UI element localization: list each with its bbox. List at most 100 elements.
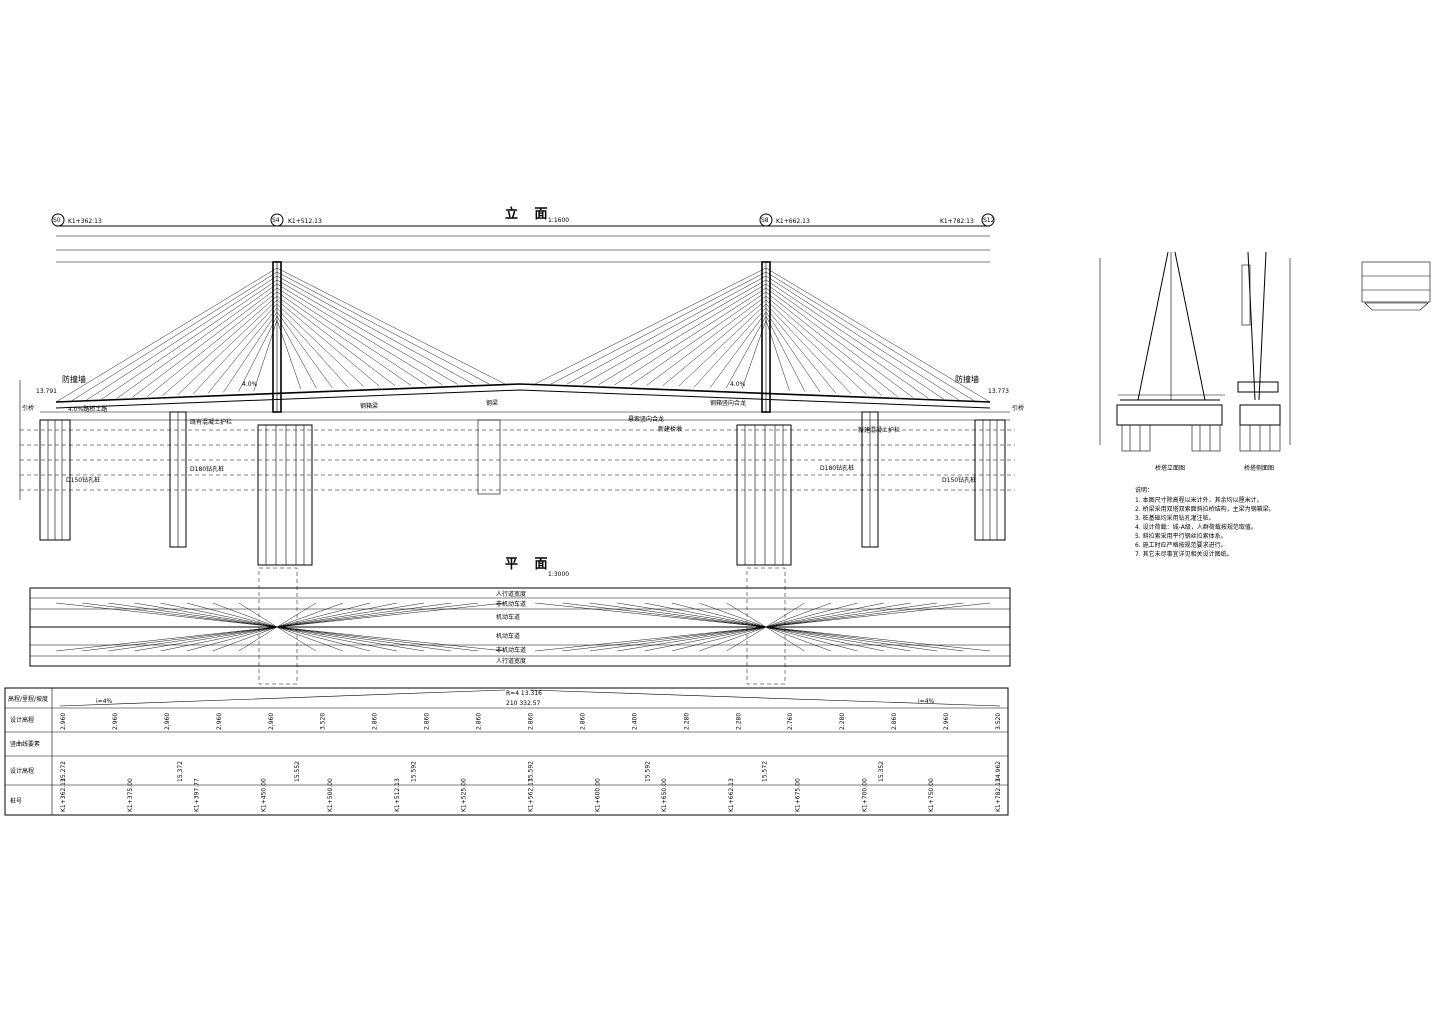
table-value: 15.272 bbox=[60, 761, 67, 782]
table-value: 2.960 bbox=[268, 713, 275, 730]
plan-cable bbox=[765, 602, 991, 628]
table-value: 2.860 bbox=[424, 713, 431, 730]
plan-cable bbox=[671, 626, 767, 652]
plan-cable bbox=[212, 626, 278, 652]
tower-elevation-title: 桥塔立面图 bbox=[1155, 464, 1185, 472]
label-river: 钢梁 bbox=[486, 399, 498, 407]
stay-cable bbox=[276, 283, 443, 385]
plan-cable bbox=[644, 602, 767, 628]
table-value: K1+525.00 bbox=[461, 778, 468, 812]
stay-cable bbox=[276, 315, 317, 389]
plan-cable bbox=[55, 602, 278, 628]
stay-cable bbox=[765, 311, 821, 393]
stay-cable bbox=[86, 275, 278, 401]
table-header-1: 设计高程 bbox=[10, 716, 34, 724]
table-value: 14.962 bbox=[995, 761, 1002, 782]
profile-table: 高程/里程/坡度 设计高程 竖曲线要素 设计高程 桩号 i=4% i=4% R=… bbox=[4, 687, 1009, 816]
label-level-right: 13.773 bbox=[988, 388, 1009, 395]
plan-cable bbox=[186, 626, 278, 652]
stay-cable bbox=[550, 271, 767, 385]
stay-cable bbox=[276, 307, 349, 388]
piles bbox=[39, 411, 1006, 566]
table-value: 2.960 bbox=[164, 713, 171, 730]
note-1: 2. 桥梁采用双塔双索面斜拉桥结构，主梁为钢箱梁。 bbox=[1135, 505, 1275, 513]
stay-cable bbox=[765, 267, 991, 403]
table-value: 2.860 bbox=[372, 713, 379, 730]
label-level-left: 13.791 bbox=[36, 388, 57, 395]
stay-cable bbox=[765, 299, 867, 395]
pier-tag-s12: S12 bbox=[983, 217, 995, 224]
stay-cable bbox=[765, 315, 806, 392]
note-4: 5. 斜拉索采用平行钢丝拉索体系。 bbox=[1135, 532, 1227, 540]
plan-cable bbox=[765, 602, 885, 628]
stay-cables bbox=[55, 267, 991, 403]
plan-cable bbox=[160, 626, 278, 652]
pier-chainage-s12: K1+782.13 bbox=[940, 218, 974, 225]
plan-cable bbox=[238, 602, 278, 628]
stay-cable bbox=[223, 311, 278, 393]
stay-cable bbox=[678, 303, 767, 387]
table-value: K1+362.13 bbox=[60, 778, 67, 812]
table-value: K1+675.00 bbox=[795, 778, 802, 812]
table-value: K1+450.00 bbox=[260, 778, 267, 812]
label-left-abutment: 引桥 bbox=[22, 404, 34, 412]
table-value: 2.960 bbox=[216, 713, 223, 730]
label-left-embank: 防撞墙 bbox=[62, 374, 86, 384]
plan-view: 平 面 1:3000 人行道宽度 非机动车道 机动车道 机动车道 非机动车道 人… bbox=[29, 557, 1011, 685]
plan-cable bbox=[82, 602, 278, 628]
plan-cable bbox=[534, 602, 767, 628]
plan-cable bbox=[238, 626, 278, 652]
plan-cable bbox=[765, 626, 991, 652]
table-value: 15.572 bbox=[761, 761, 768, 782]
tower-right bbox=[761, 261, 771, 413]
table-curve-top: R=4 13.316 bbox=[506, 690, 542, 697]
plan-cable bbox=[276, 626, 425, 652]
plan-cable bbox=[186, 602, 278, 628]
table-value: K1+600.00 bbox=[594, 778, 601, 812]
label-left-wall: 既有混凝土护栏 bbox=[190, 418, 232, 426]
stay-cable bbox=[765, 303, 852, 395]
table-value: 3.520 bbox=[995, 713, 1002, 730]
plan-cable bbox=[276, 626, 479, 652]
stay-cable bbox=[276, 275, 474, 385]
plan-cable bbox=[160, 602, 278, 628]
plan-cable bbox=[55, 626, 278, 652]
stay-cable bbox=[276, 279, 458, 385]
note-3: 4. 设计荷载：城-A级，人群荷载按规范取值。 bbox=[1135, 523, 1257, 531]
plan-cable bbox=[765, 626, 885, 652]
stay-cable bbox=[177, 299, 278, 395]
table-value: K1+500.00 bbox=[327, 778, 334, 812]
plan-cable bbox=[589, 626, 767, 652]
stay-cable bbox=[276, 287, 427, 386]
plan-cable bbox=[276, 602, 317, 628]
table-value: 2.860 bbox=[579, 713, 586, 730]
tower-side-title: 桥塔侧面图 bbox=[1244, 464, 1274, 472]
plan-lane-0: 人行道宽度 bbox=[496, 590, 526, 598]
plan-lane-4: 非机动车道 bbox=[496, 646, 526, 654]
table-value: K1+700.00 bbox=[861, 778, 868, 812]
plan-cable bbox=[765, 626, 964, 652]
plan-cable bbox=[276, 602, 479, 628]
stay-cable bbox=[253, 319, 278, 391]
table-value: 15.372 bbox=[177, 761, 184, 782]
table-value: 3.520 bbox=[320, 713, 327, 730]
table-value: K1+512.13 bbox=[394, 778, 401, 812]
table-header-3: 设计高程 bbox=[10, 767, 34, 775]
stay-cable bbox=[131, 287, 278, 398]
table-value: 2.860 bbox=[891, 713, 898, 730]
tower-elevation-detail: 桥塔立面图 bbox=[1099, 251, 1225, 472]
plan-cable bbox=[699, 626, 767, 652]
plan-cable bbox=[765, 602, 805, 628]
table-value: 15.352 bbox=[878, 761, 885, 782]
note-2: 3. 桩基础均采用钻孔灌注桩。 bbox=[1135, 514, 1215, 522]
label-right-road: 新建混凝土护栏 bbox=[858, 426, 900, 434]
table-header-2: 竖曲线要素 bbox=[10, 740, 40, 748]
plan-cable bbox=[108, 626, 278, 652]
table-value: 2.760 bbox=[787, 713, 794, 730]
label-main-girder: 钢箱梁 bbox=[360, 402, 378, 410]
plan-cable bbox=[765, 626, 832, 652]
plan-lane-2: 机动车道 bbox=[496, 613, 520, 621]
table-value: 15.592 bbox=[644, 761, 651, 782]
